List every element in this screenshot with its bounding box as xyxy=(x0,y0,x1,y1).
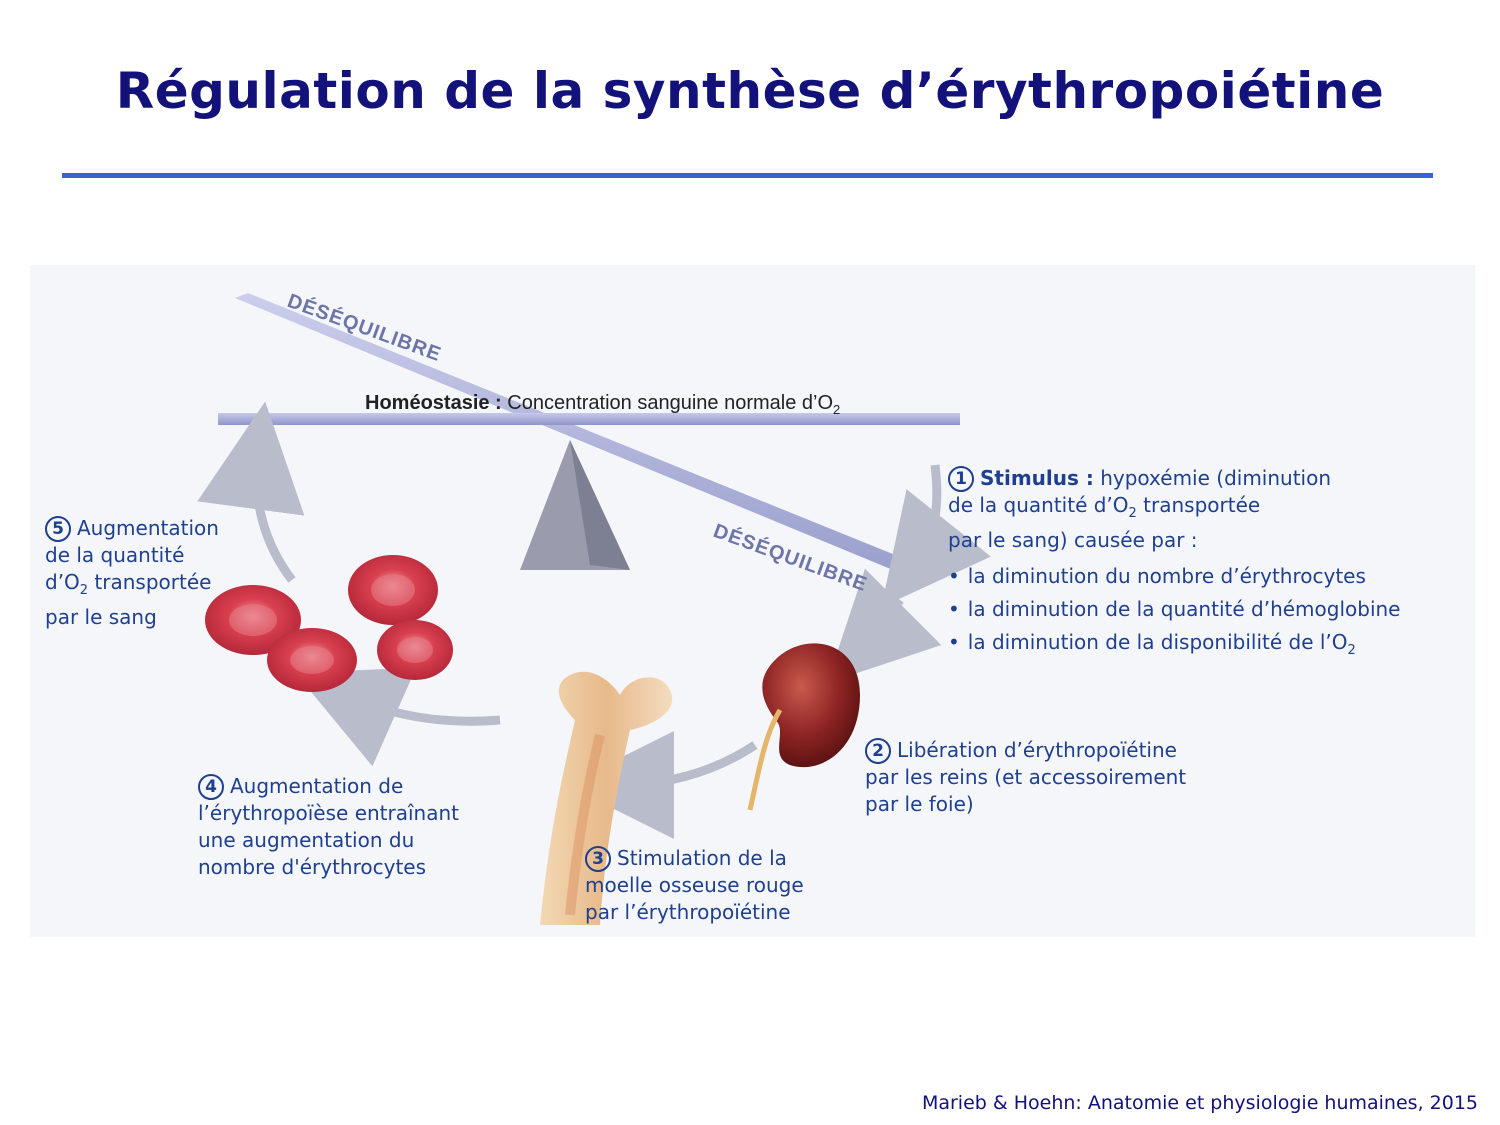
step-1-line2a: de la quantité d’O xyxy=(948,493,1129,517)
step-1-line2b: transportée xyxy=(1136,493,1261,517)
homeostasis-label: Homéostasie : Concentration sanguine nor… xyxy=(365,392,840,417)
list-item: la diminution de la quantité d’hémoglobi… xyxy=(948,593,1468,626)
step-1-number: 1 xyxy=(948,466,974,492)
step-5-line2: de la quantité xyxy=(45,543,185,567)
arrow-to-bone xyxy=(566,730,758,839)
citation: Marieb & Hoehn: Anatomie et physiologie … xyxy=(921,1092,1478,1114)
bone-icon xyxy=(540,671,673,925)
step-3-line2: moelle osseuse rouge xyxy=(585,873,804,897)
kidney-icon xyxy=(747,643,860,811)
diagram-illustration xyxy=(197,293,991,925)
erythrocytes-icon xyxy=(205,555,453,692)
step-1-line1: hypoxémie (diminution xyxy=(1100,466,1332,490)
arrow-to-kidney xyxy=(826,568,942,684)
step-1-causes: la diminution du nombre d’érythrocytes l… xyxy=(948,560,1468,667)
step-1-line3: par le sang) causée par : xyxy=(948,528,1198,552)
step-5-line1: Augmentation xyxy=(77,516,219,540)
step-2-line2: par les reins (et accessoirement xyxy=(865,765,1187,789)
step-3-line3: par l’érythropoïétine xyxy=(585,900,791,924)
step-4-line3: une augmentation du xyxy=(198,828,415,852)
arrow-to-homeostasis xyxy=(197,401,305,583)
step-4-line4: nombre d'érythrocytes xyxy=(198,855,427,879)
page-title: Régulation de la synthèse d’érythropoiét… xyxy=(115,62,1385,120)
step-5-line3sub: 2 xyxy=(79,583,89,598)
list-item: la diminution de la disponibilité de l’O… xyxy=(948,626,1468,667)
homeostasis-sub: 2 xyxy=(833,402,841,417)
step-1-heading: Stimulus : xyxy=(980,466,1094,490)
title-divider xyxy=(62,173,1433,178)
step-5-line3b: transportée xyxy=(88,570,212,594)
step-2-line1: Libération d’érythropoïétine xyxy=(897,738,1177,762)
homeostasis-heading: Homéostasie : xyxy=(365,392,502,414)
level-beam xyxy=(218,413,960,425)
erythropoietin-regulation-diagram: DÉSÉQUILIBRE DÉSÉQUILIBRE Homéostasie : … xyxy=(30,265,1475,937)
step-4-number: 4 xyxy=(198,774,224,800)
step-3-line1: Stimulation de la xyxy=(617,846,787,870)
step-1-bullet-3-sub: 2 xyxy=(1347,643,1356,658)
step-2-line3: par le foie) xyxy=(865,792,974,816)
step-3-number: 3 xyxy=(585,846,611,872)
arrow-to-stimulus xyxy=(881,464,991,608)
step-5-line3a: d’O xyxy=(45,570,80,594)
homeostasis-text: Concentration sanguine normale d’O xyxy=(507,392,834,414)
arrow-to-erythrocytes xyxy=(295,667,501,767)
step-5-number: 5 xyxy=(45,516,71,542)
tilted-beam xyxy=(235,293,920,577)
step-4-line1: Augmentation de xyxy=(230,774,404,798)
step-1-bullet-3-text: la diminution de la disponibilité de l’O xyxy=(967,630,1348,654)
step-4-line2: l’érythropoïèse entraînant xyxy=(198,801,459,825)
step-1-line2sub: 2 xyxy=(1128,506,1137,521)
step-5-line4: par le sang xyxy=(45,605,157,629)
list-item: la diminution du nombre d’érythrocytes xyxy=(948,560,1468,593)
step-2-number: 2 xyxy=(865,738,891,764)
